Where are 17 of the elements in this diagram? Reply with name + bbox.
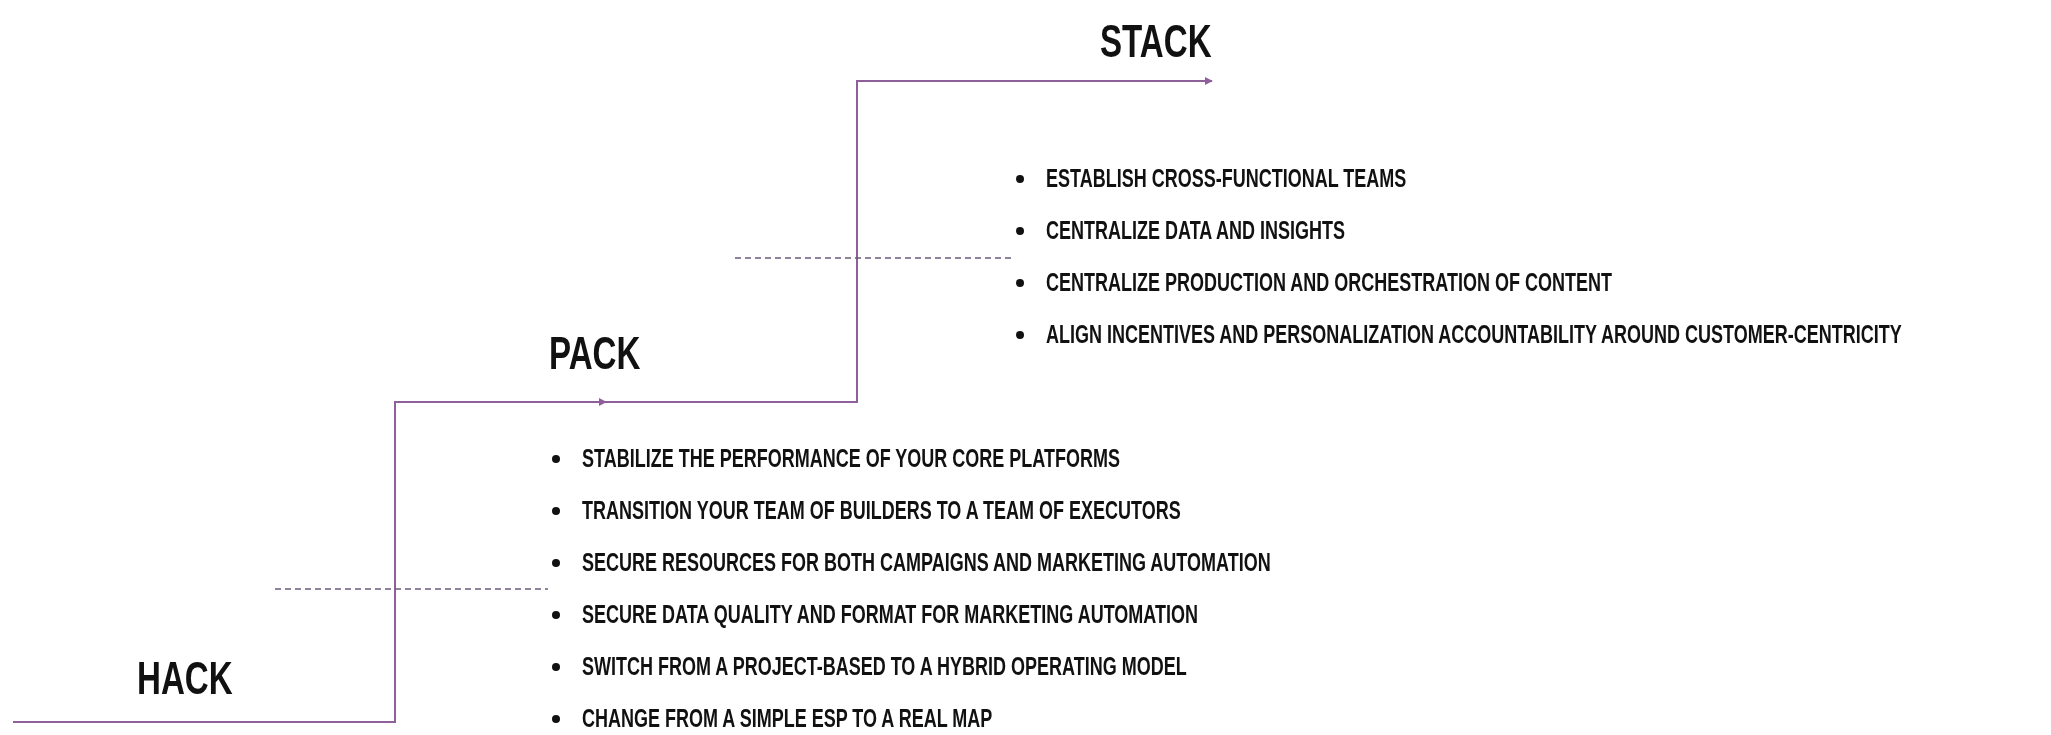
bullet-item: CENTRALIZE PRODUCTION AND ORCHESTRATION OF CONTENT xyxy=(1046,270,1612,295)
leader-line xyxy=(734,257,1013,259)
bullet-item: TRANSITION YOUR TEAM OF BUILDERS TO A TEAM OF EXECUTORS xyxy=(582,498,1181,523)
stage-label: STACK xyxy=(1100,18,1212,64)
bullet-item: ESTABLISH CROSS-FUNCTIONAL TEAMS xyxy=(1046,166,1407,191)
stage-label: HACK xyxy=(137,655,233,701)
bullet-item: CHANGE FROM A SIMPLE ESP TO A REAL MAP xyxy=(582,706,993,731)
bullet-item: SECURE RESOURCES FOR BOTH CAMPAIGNS AND MARKETING AUTOMATION xyxy=(582,550,1271,575)
bullet-item: STABILIZE THE PERFORMANCE OF YOUR CORE PLATFORMS xyxy=(582,446,1120,471)
bullet-item: CENTRALIZE DATA AND INSIGHTS xyxy=(1046,218,1345,243)
stage-label: PACK xyxy=(549,330,641,376)
step-arrow xyxy=(12,398,607,723)
bullet-item: ALIGN INCENTIVES AND PERSONALIZATION ACCOUNTABILITY AROUND CUSTOMER-CENTRICITY xyxy=(1046,322,1902,347)
step-arrow xyxy=(605,77,1213,403)
bullet-item: SWITCH FROM A PROJECT-BASED TO A HYBRID OPERATING MODEL xyxy=(582,654,1187,679)
leader-line xyxy=(274,588,549,590)
bullet-item: SECURE DATA QUALITY AND FORMAT FOR MARKETING AUTOMATION xyxy=(582,602,1198,627)
